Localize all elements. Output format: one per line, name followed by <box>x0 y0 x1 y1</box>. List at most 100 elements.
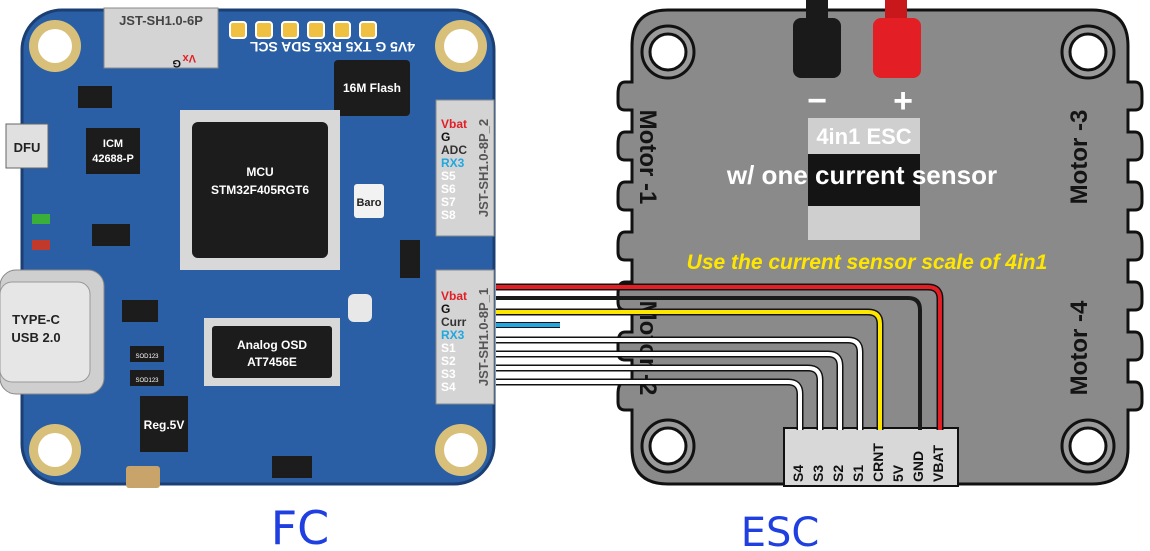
fc-component-d <box>400 240 420 278</box>
fc-top-pin-labels: 4V5 G TX5 RX5 SDA SCL <box>249 39 415 55</box>
fc-handwritten-label: FC <box>271 501 330 551</box>
wires <box>496 283 944 430</box>
dfu-label: DFU <box>14 140 41 155</box>
fc-component-b <box>92 224 130 246</box>
esc-pin-s2: S2 <box>830 465 846 482</box>
fc-mount-hole-tr-inner <box>444 29 478 63</box>
sod123-2 <box>130 370 164 386</box>
usb-port <box>0 281 91 383</box>
fc-mount-hole-tl-inner <box>38 29 72 63</box>
mcu-label-2: STM32F405RGT6 <box>211 183 309 197</box>
fc-g-label: G <box>172 57 181 69</box>
esc-pin-vbat: VBAT <box>930 444 946 482</box>
fc-pad-scl <box>359 21 377 39</box>
fc-component-e <box>272 456 312 478</box>
wire-s2 <box>496 352 842 430</box>
wire-s3 <box>496 366 822 430</box>
wire-s1 <box>496 338 862 430</box>
icm-label-1: ICM <box>103 138 123 150</box>
esc-mount-hole-tl-inner <box>648 32 688 72</box>
fc-component-a <box>78 86 112 108</box>
fc-led-green <box>32 214 50 224</box>
mcu-label-1: MCU <box>246 165 273 179</box>
battery-lead-red <box>873 18 921 78</box>
esc-title: 4in1 ESC <box>816 124 911 149</box>
conn1-pin-vbat: Vbat <box>441 289 467 303</box>
fc-vx-red: Vx <box>182 52 196 64</box>
fc-pad-4v5 <box>229 21 247 39</box>
fc-connector-1-pins: Vbat G Curr RX3 S1 S2 S3 S4 <box>441 289 467 394</box>
baro-chip <box>354 184 384 218</box>
esc-pin-s4: S4 <box>790 465 806 482</box>
fc-connector-2 <box>435 99 495 237</box>
battery-plus-label: + <box>893 82 913 120</box>
motor-1-label: Motor -1 <box>634 110 661 205</box>
osd-label-1: Analog OSD <box>237 338 307 352</box>
usb-label-2: USB 2.0 <box>11 330 60 345</box>
fc-pad-g <box>255 21 273 39</box>
esc-mount-hole-tr-inner <box>1068 32 1108 72</box>
osd-chip <box>212 326 332 378</box>
esc-mount-hole-bl-inner <box>648 426 688 466</box>
dfu-button <box>5 123 49 169</box>
fc-connector-1 <box>435 269 495 405</box>
wire-gnd <box>496 296 922 430</box>
baro-label: Baro <box>356 197 381 209</box>
conn1-pin-s2: S2 <box>441 354 456 368</box>
fc-flash-chip <box>334 60 410 116</box>
fc-flash-label: 16M Flash <box>343 81 401 95</box>
conn1-pin-rx3: RX3 <box>441 328 465 342</box>
esc-title-block-mid <box>808 154 920 206</box>
conn1-pin-g: G <box>441 302 450 316</box>
fc-pad-sda <box>333 21 351 39</box>
esc-connector-pins: S4 S3 S2 S1 CRNT 5V GND VBAT <box>790 443 946 482</box>
motor-4-label: Motor -4 <box>1066 300 1093 395</box>
mcu-chip <box>192 122 328 258</box>
esc-title-block-bot <box>808 206 920 240</box>
esc-scale-note: Use the current sensor scale of 4in1 <box>687 251 1048 274</box>
sod123-1 <box>130 346 164 362</box>
conn2-pin-s6: S6 <box>441 182 456 196</box>
battery-minus-label: − <box>807 82 827 120</box>
fc-board: JST-SH1.0-6P Vx G 4V5 G TX5 RX5 SDA SCL … <box>0 7 496 488</box>
esc-connector <box>783 427 959 487</box>
reg5v-label: Reg.5V <box>144 418 185 432</box>
fc-top-connector-label: JST-SH1.0-6P <box>119 13 203 28</box>
esc-pin-s3: S3 <box>810 465 826 482</box>
fc-mount-hole-br-inner <box>444 433 478 467</box>
conn2-pin-g: G <box>441 130 450 144</box>
osd-label-2: AT7456E <box>247 355 297 369</box>
esc-subtitle: w/ one current sensor <box>726 160 997 190</box>
reg5v-chip <box>140 396 188 452</box>
icm-label-2: 42688-P <box>92 153 134 165</box>
wire-vbat-red <box>496 285 942 430</box>
fc-crystal <box>348 294 372 322</box>
battery-lead-black <box>793 18 841 78</box>
fc-led-red <box>32 240 50 250</box>
fc-mount-hole-bl-inner <box>38 433 72 467</box>
conn2-pin-adc: ADC <box>441 143 467 157</box>
conn2-pin-vbat: Vbat <box>441 117 467 131</box>
usb-label-1: TYPE-C <box>12 312 60 327</box>
fc-component-c <box>122 300 158 322</box>
conn2-pin-rx3: RX3 <box>441 156 465 170</box>
esc-mount-hole-br-inner <box>1068 426 1108 466</box>
motor-3-label: Motor -3 <box>1066 110 1093 205</box>
conn1-pin-s1: S1 <box>441 341 456 355</box>
sod123-1-label: SOD123 <box>135 354 159 360</box>
fc-connector-2-pins: Vbat G ADC RX3 S5 S6 S7 S8 <box>441 117 467 222</box>
esc-pin-crnt: CRNT <box>870 443 886 482</box>
fc-pad-tx5 <box>281 21 299 39</box>
fc-top-connector <box>103 7 219 69</box>
esc-subtitle-b: current sensor <box>815 160 997 190</box>
fc-pad-rx5 <box>307 21 325 39</box>
icm-chip <box>86 128 140 174</box>
fc-capacitor <box>126 466 160 488</box>
fc-connector-1-label: JST-SH1.0-8P_1 <box>476 288 491 386</box>
fc-connector-2-label: JST-SH1.0-8P_2 <box>476 119 491 217</box>
wire-crnt <box>496 310 882 430</box>
sod123-2-label: SOD123 <box>135 378 159 384</box>
wire-s4 <box>496 380 802 430</box>
conn1-pin-s3: S3 <box>441 367 456 381</box>
